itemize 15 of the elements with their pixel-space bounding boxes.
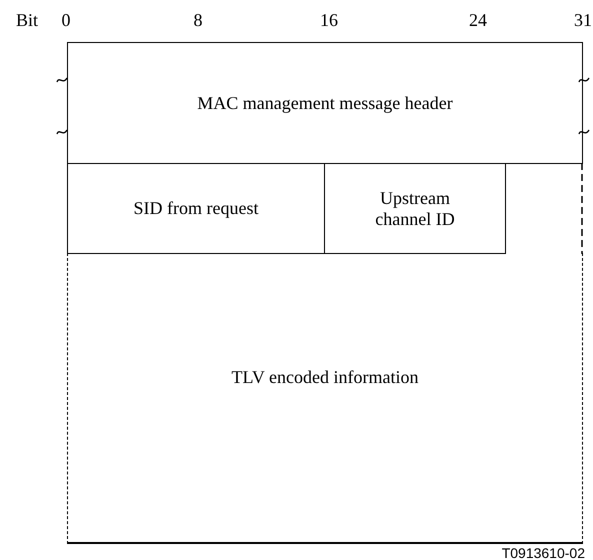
bit-number: 16 <box>320 10 338 31</box>
header-field <box>67 42 583 164</box>
figure-id: T0913610-02 <box>502 545 585 560</box>
field-label: MAC management message header <box>197 92 453 114</box>
bit-number: 31 <box>574 10 592 31</box>
field-label: TLV encoded information <box>232 367 418 388</box>
field-box <box>67 163 325 254</box>
bit-number: 8 <box>194 10 202 31</box>
bit-number: Bit <box>16 10 38 31</box>
bit-number: 0 <box>62 10 70 31</box>
field-label: SID from request <box>134 198 258 219</box>
field-box <box>324 163 506 254</box>
bit-number: 24 <box>469 10 487 31</box>
field-label: Upstream channel ID <box>374 188 456 230</box>
field-region <box>67 253 583 544</box>
